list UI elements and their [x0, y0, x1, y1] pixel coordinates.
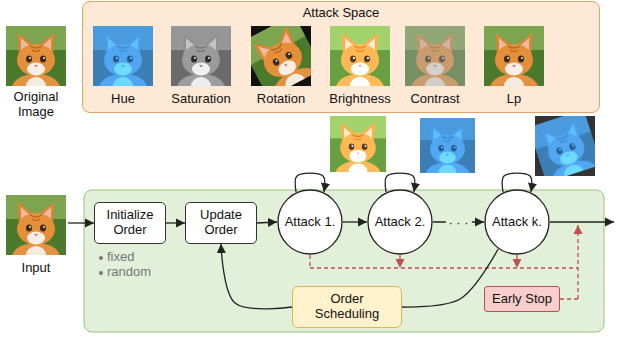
rotation-image — [251, 26, 311, 86]
scheduler-box: Order Scheduling — [292, 286, 402, 328]
image-label: Original Image — [1, 90, 71, 120]
process-box: Initialize Order — [94, 202, 166, 244]
drawing-part — [251, 26, 311, 86]
connector — [343, 221, 367, 222]
attack-circle-shape — [368, 190, 432, 254]
attack-circle-shape — [485, 190, 549, 254]
connector — [166, 222, 185, 223]
contrast-image — [405, 26, 465, 102]
brightness-image — [330, 26, 390, 102]
attack-circle: Attack k. — [484, 189, 550, 255]
drawing-part — [535, 116, 595, 176]
saturation-image — [171, 26, 231, 102]
bullet — [99, 271, 103, 275]
bullet — [99, 256, 103, 260]
option-label: random — [107, 265, 167, 280]
image-label: Hue — [88, 92, 158, 107]
image-label: Lp — [484, 92, 544, 107]
node-text: Attack 1. — [285, 215, 336, 230]
connector — [295, 173, 324, 192]
node-text: Early Stop — [492, 292, 552, 307]
node-text: Order Scheduling — [297, 292, 397, 322]
edge-label: · · · — [445, 216, 471, 229]
connector — [257, 222, 277, 223]
node-text: Update Order — [190, 208, 252, 238]
attack-circle: Attack 1. — [277, 189, 343, 255]
lp-image — [484, 26, 544, 102]
attack-result-image — [420, 118, 475, 188]
node-text: Initialize Order — [99, 208, 161, 238]
drawing-part — [516, 255, 517, 268]
output-arrow — [550, 221, 614, 222]
node-text: Attack 2. — [375, 215, 426, 230]
node-text: Attack k. — [492, 215, 542, 230]
image-label: Saturation — [161, 92, 241, 107]
attack-result-image — [330, 116, 386, 187]
attack-result-image — [535, 116, 595, 176]
attack-circle-shape — [278, 190, 342, 254]
image-label: Rotation — [241, 92, 321, 107]
drawing-part — [310, 267, 578, 268]
early-stop-box: Early Stop — [484, 286, 560, 313]
attack-circle: Attack 2. — [367, 189, 433, 255]
input-image — [6, 195, 66, 271]
image-label: Contrast — [395, 92, 475, 107]
option-label: fixed — [107, 250, 167, 265]
input-arrow — [68, 222, 94, 223]
connector — [385, 173, 414, 192]
drawing-part — [399, 255, 400, 268]
attack-space-fill — [82, 1, 600, 113]
drawing-part — [560, 298, 578, 299]
image-label: Brightness — [318, 92, 402, 107]
hue-image — [93, 26, 153, 102]
connector — [502, 173, 531, 192]
connector — [221, 244, 292, 309]
node-text: Attack Space — [303, 6, 380, 21]
process-box: Update Order — [185, 202, 257, 244]
drawing-part — [309, 255, 310, 268]
image-label: Input — [6, 261, 66, 276]
drawing-part — [577, 225, 578, 299]
pipeline-panel — [84, 190, 604, 332]
